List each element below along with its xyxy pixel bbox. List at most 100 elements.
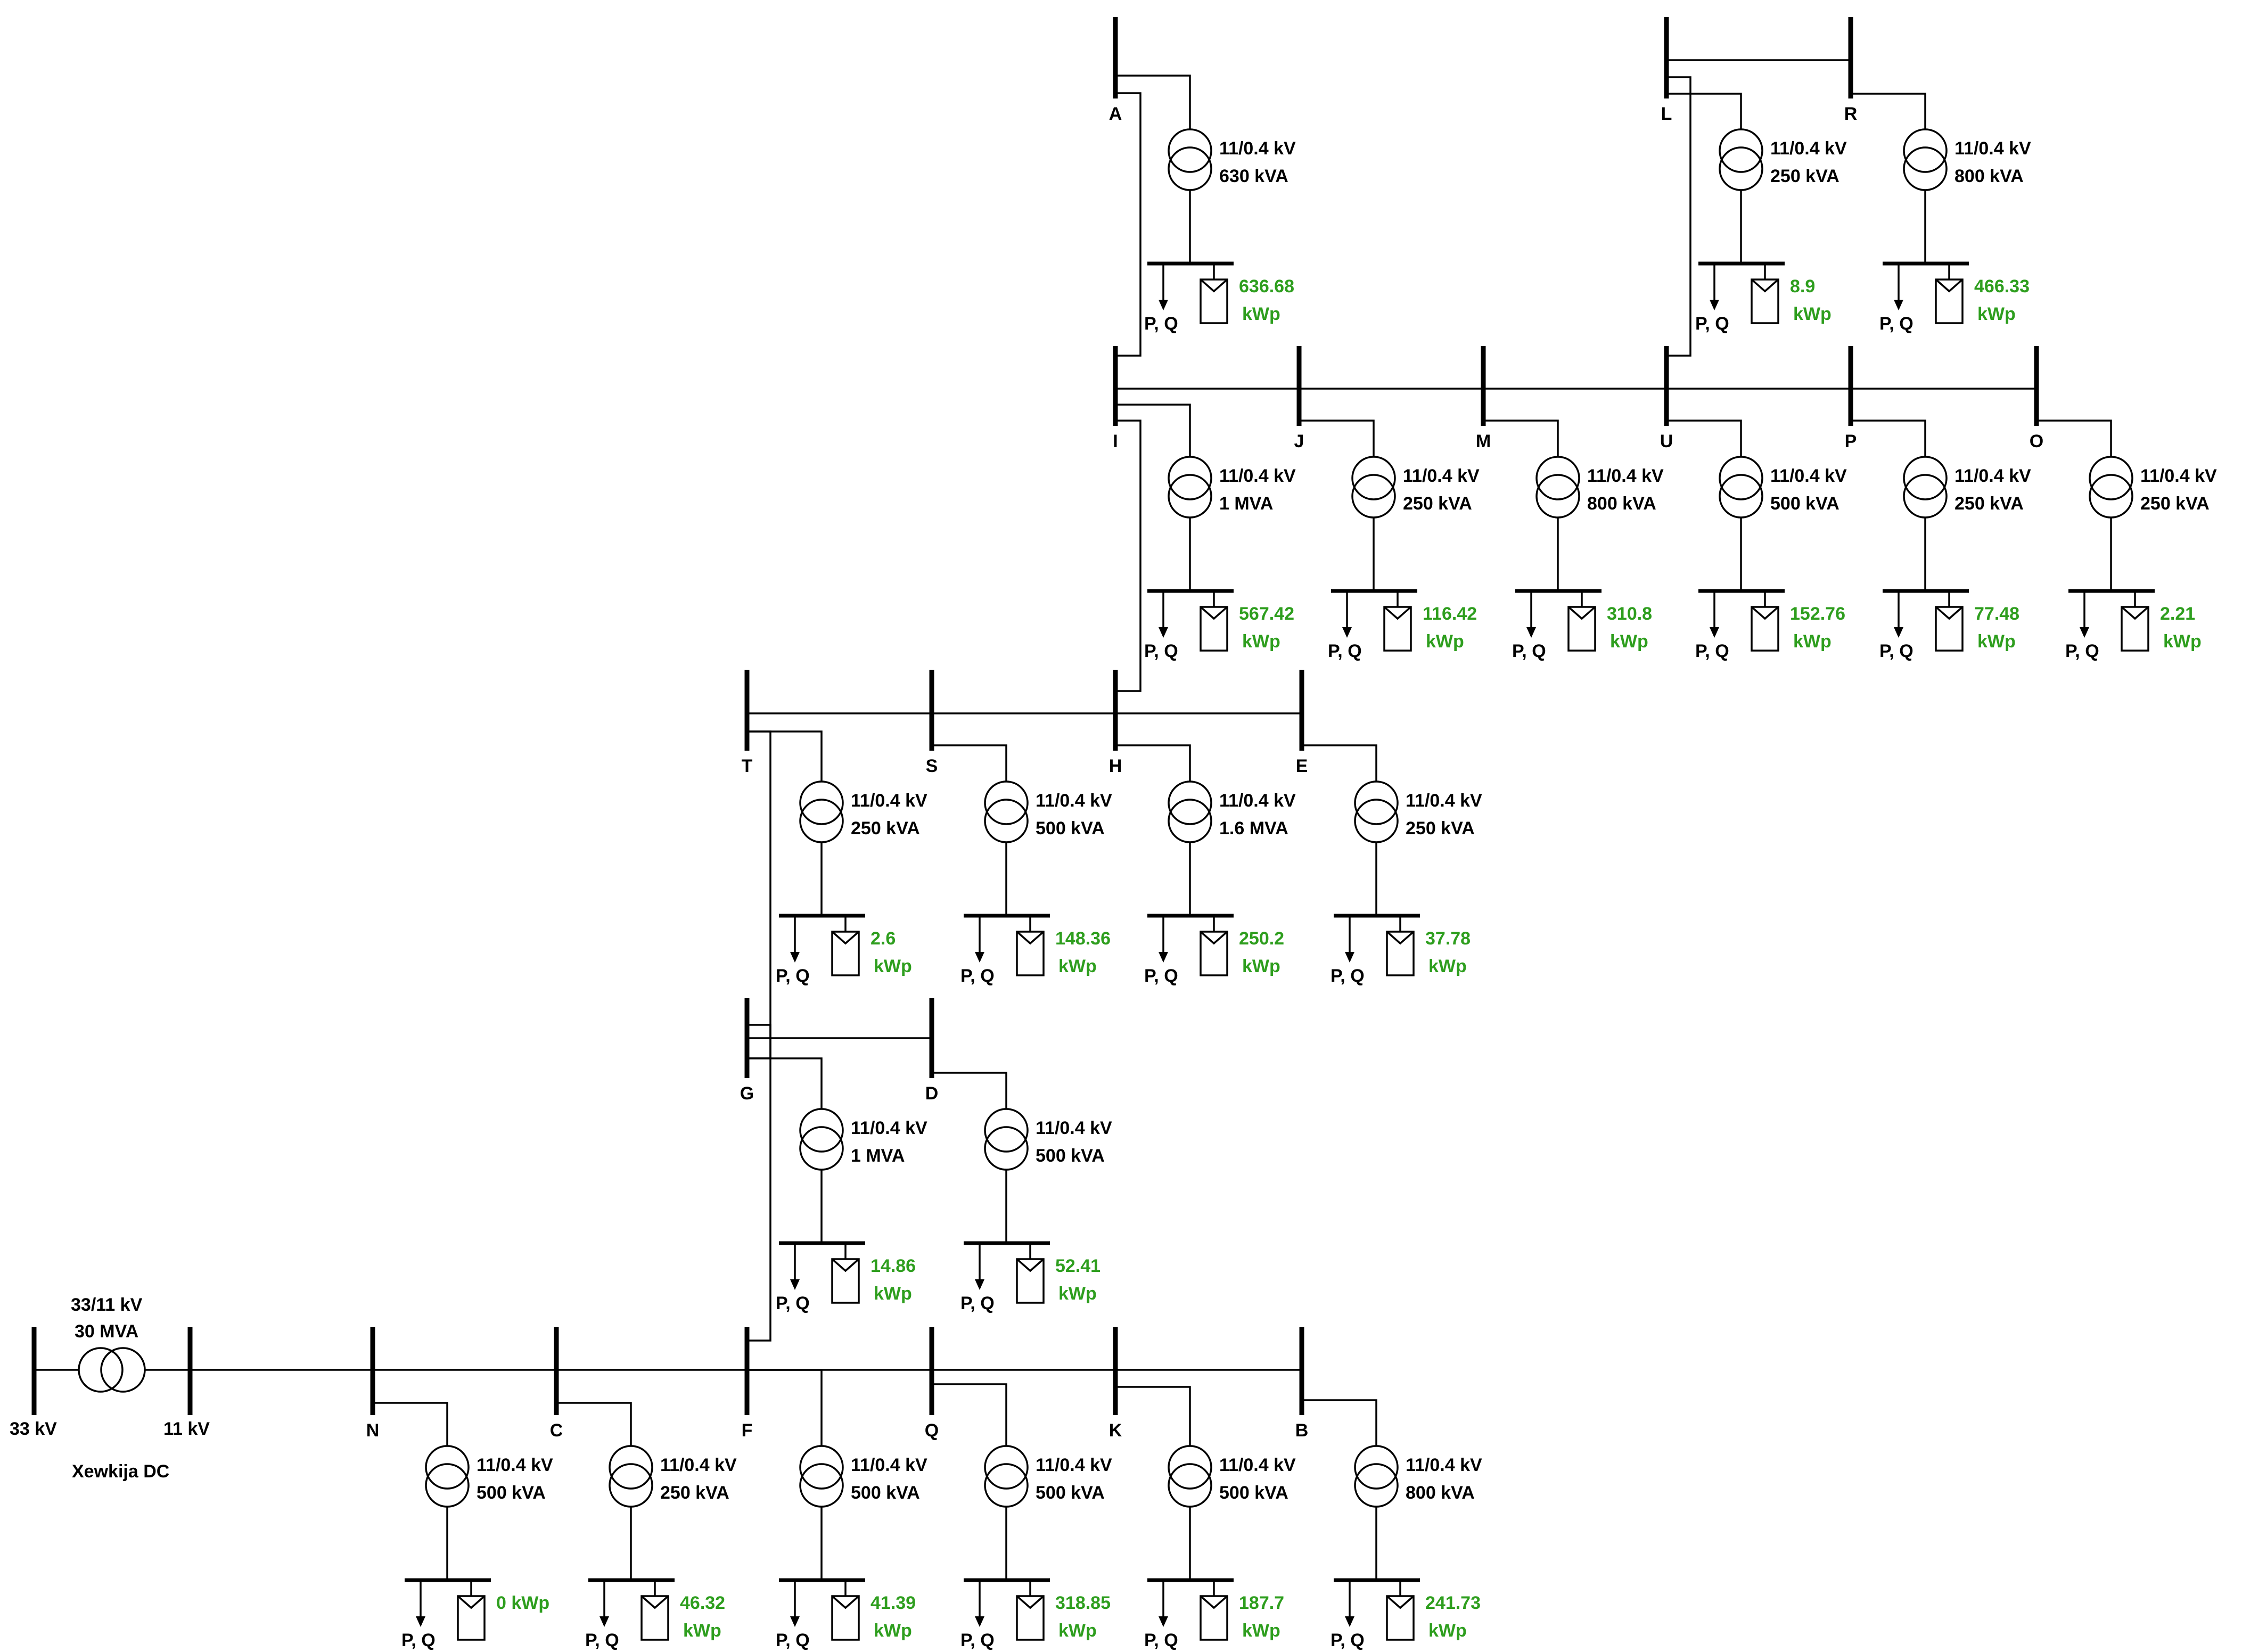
tx-voltage-label: 11/0.4 kV xyxy=(1036,1455,1112,1475)
load-arrow-icon xyxy=(1342,591,1352,638)
load-arrow-icon xyxy=(1159,1580,1168,1627)
bus-label-m: M xyxy=(1476,431,1491,451)
pv-capacity-value: 187.7 xyxy=(1239,1593,1284,1613)
load-arrow-icon xyxy=(1894,264,1903,310)
pv-capacity-unit: kWp xyxy=(1426,631,1464,652)
transformer-icon xyxy=(799,1445,844,1508)
pv-capacity-value: 0 kWp xyxy=(496,1593,549,1613)
grid-transformer-icon xyxy=(78,1347,146,1393)
load-arrow-icon xyxy=(1345,916,1354,963)
pv-capacity-unit: kWp xyxy=(1428,1621,1467,1641)
pv-panel-icon xyxy=(1935,264,1964,324)
pv-capacity-unit: kWp xyxy=(1058,1621,1097,1641)
pv-capacity-value: 636.68 xyxy=(1239,276,1294,297)
tx-voltage-label: 11/0.4 kV xyxy=(1406,1455,1482,1475)
load-label: P, Q xyxy=(1331,1630,1365,1650)
transformer-icon xyxy=(799,1108,844,1171)
load-arrow-icon xyxy=(1159,916,1168,963)
bus-label-r: R xyxy=(1844,104,1858,124)
hv-voltage-label: 33 kV xyxy=(10,1419,57,1439)
tx-rating-label: 250 kVA xyxy=(1403,494,1472,514)
load-label: P, Q xyxy=(776,1293,810,1313)
load-label: P, Q xyxy=(1328,641,1362,661)
pv-capacity-unit: kWp xyxy=(1242,304,1280,324)
tx-rating-label: 630 kVA xyxy=(1219,166,1288,186)
pv-capacity-value: 2.21 xyxy=(2160,604,2195,624)
transformer-icon xyxy=(1168,1445,1212,1508)
load-arrow-icon xyxy=(790,916,800,963)
pv-capacity-value: 152.76 xyxy=(1790,604,1845,624)
tx-voltage-label: 11/0.4 kV xyxy=(1587,466,1664,486)
bus-label-e: E xyxy=(1296,756,1308,776)
tx-rating-label: 1 MVA xyxy=(1219,494,1273,514)
tx-voltage-label: 11/0.4 kV xyxy=(1219,138,1296,159)
load-arrow-icon xyxy=(790,1580,800,1627)
bus-label-b: B xyxy=(1295,1420,1309,1441)
pv-capacity-unit: kWp xyxy=(1428,956,1467,976)
pv-panel-icon xyxy=(1200,264,1228,324)
pv-capacity-unit: kWp xyxy=(1058,956,1097,976)
tx-voltage-label: 11/0.4 kV xyxy=(1036,791,1112,811)
pv-capacity-unit: kWp xyxy=(1977,631,2016,652)
tx-rating-label: 1 MVA xyxy=(851,1146,905,1166)
bus-label-i: I xyxy=(1113,431,1118,451)
pv-capacity-value: 241.73 xyxy=(1425,1593,1481,1613)
tx-rating-label: 500 kVA xyxy=(1036,818,1105,839)
pv-capacity-unit: kWp xyxy=(1793,304,1832,324)
transformer-icon xyxy=(1719,456,1763,519)
tx-voltage-label: 11/0.4 kV xyxy=(660,1455,737,1475)
transformer-icon xyxy=(2089,456,2133,519)
tx-voltage-label: 11/0.4 kV xyxy=(1403,466,1480,486)
load-arrow-icon xyxy=(1710,591,1719,638)
load-label: P, Q xyxy=(1331,966,1365,986)
tx-rating-label: 500 kVA xyxy=(851,1483,920,1503)
tx-voltage-label: 11/0.4 kV xyxy=(477,1455,553,1475)
station-name: Xewkija DC xyxy=(72,1461,169,1482)
transformer-icon xyxy=(799,780,844,843)
load-arrow-icon xyxy=(975,1580,984,1627)
pv-capacity-value: 567.42 xyxy=(1239,604,1294,624)
pv-capacity-unit: kWp xyxy=(874,1621,912,1641)
pv-capacity-unit: kWp xyxy=(1793,631,1832,652)
tx-voltage-label: 11/0.4 kV xyxy=(1036,1118,1112,1138)
load-arrow-icon xyxy=(1710,264,1719,310)
grid-tx-voltage-rating: 33/11 kV xyxy=(71,1295,143,1315)
bus-label-f: F xyxy=(742,1420,753,1441)
tx-voltage-label: 11/0.4 kV xyxy=(851,1118,927,1138)
pv-panel-icon xyxy=(1200,1580,1228,1641)
bus-label-q: Q xyxy=(925,1420,939,1441)
load-label: P, Q xyxy=(1879,314,1913,334)
load-arrow-icon xyxy=(1526,591,1536,638)
pv-panel-icon xyxy=(1016,916,1045,976)
pv-panel-icon xyxy=(1386,916,1415,976)
tx-rating-label: 500 kVA xyxy=(477,1483,546,1503)
tx-rating-label: 500 kVA xyxy=(1770,494,1839,514)
pv-panel-icon xyxy=(831,1580,860,1641)
pv-capacity-value: 77.48 xyxy=(1974,604,2019,624)
load-arrow-icon xyxy=(790,1243,800,1290)
pv-capacity-value: 318.85 xyxy=(1055,1593,1111,1613)
pv-panel-icon xyxy=(1751,264,1779,324)
tx-rating-label: 250 kVA xyxy=(1406,818,1475,839)
load-label: P, Q xyxy=(960,1630,995,1650)
pv-capacity-value: 250.2 xyxy=(1239,928,1284,949)
pv-capacity-unit: kWp xyxy=(683,1621,721,1641)
load-arrow-icon xyxy=(975,916,984,963)
load-arrow-icon xyxy=(1894,591,1903,638)
tx-rating-label: 1.6 MVA xyxy=(1219,818,1288,839)
transformer-icon xyxy=(1903,128,1948,191)
load-label: P, Q xyxy=(1695,641,1729,661)
load-label: P, Q xyxy=(1144,1630,1178,1650)
load-arrow-icon xyxy=(2080,591,2089,638)
pv-capacity-value: 116.42 xyxy=(1423,604,1477,624)
tx-rating-label: 800 kVA xyxy=(1954,166,2024,186)
bus-label-g: G xyxy=(740,1083,754,1104)
tx-voltage-label: 11/0.4 kV xyxy=(2140,466,2217,486)
